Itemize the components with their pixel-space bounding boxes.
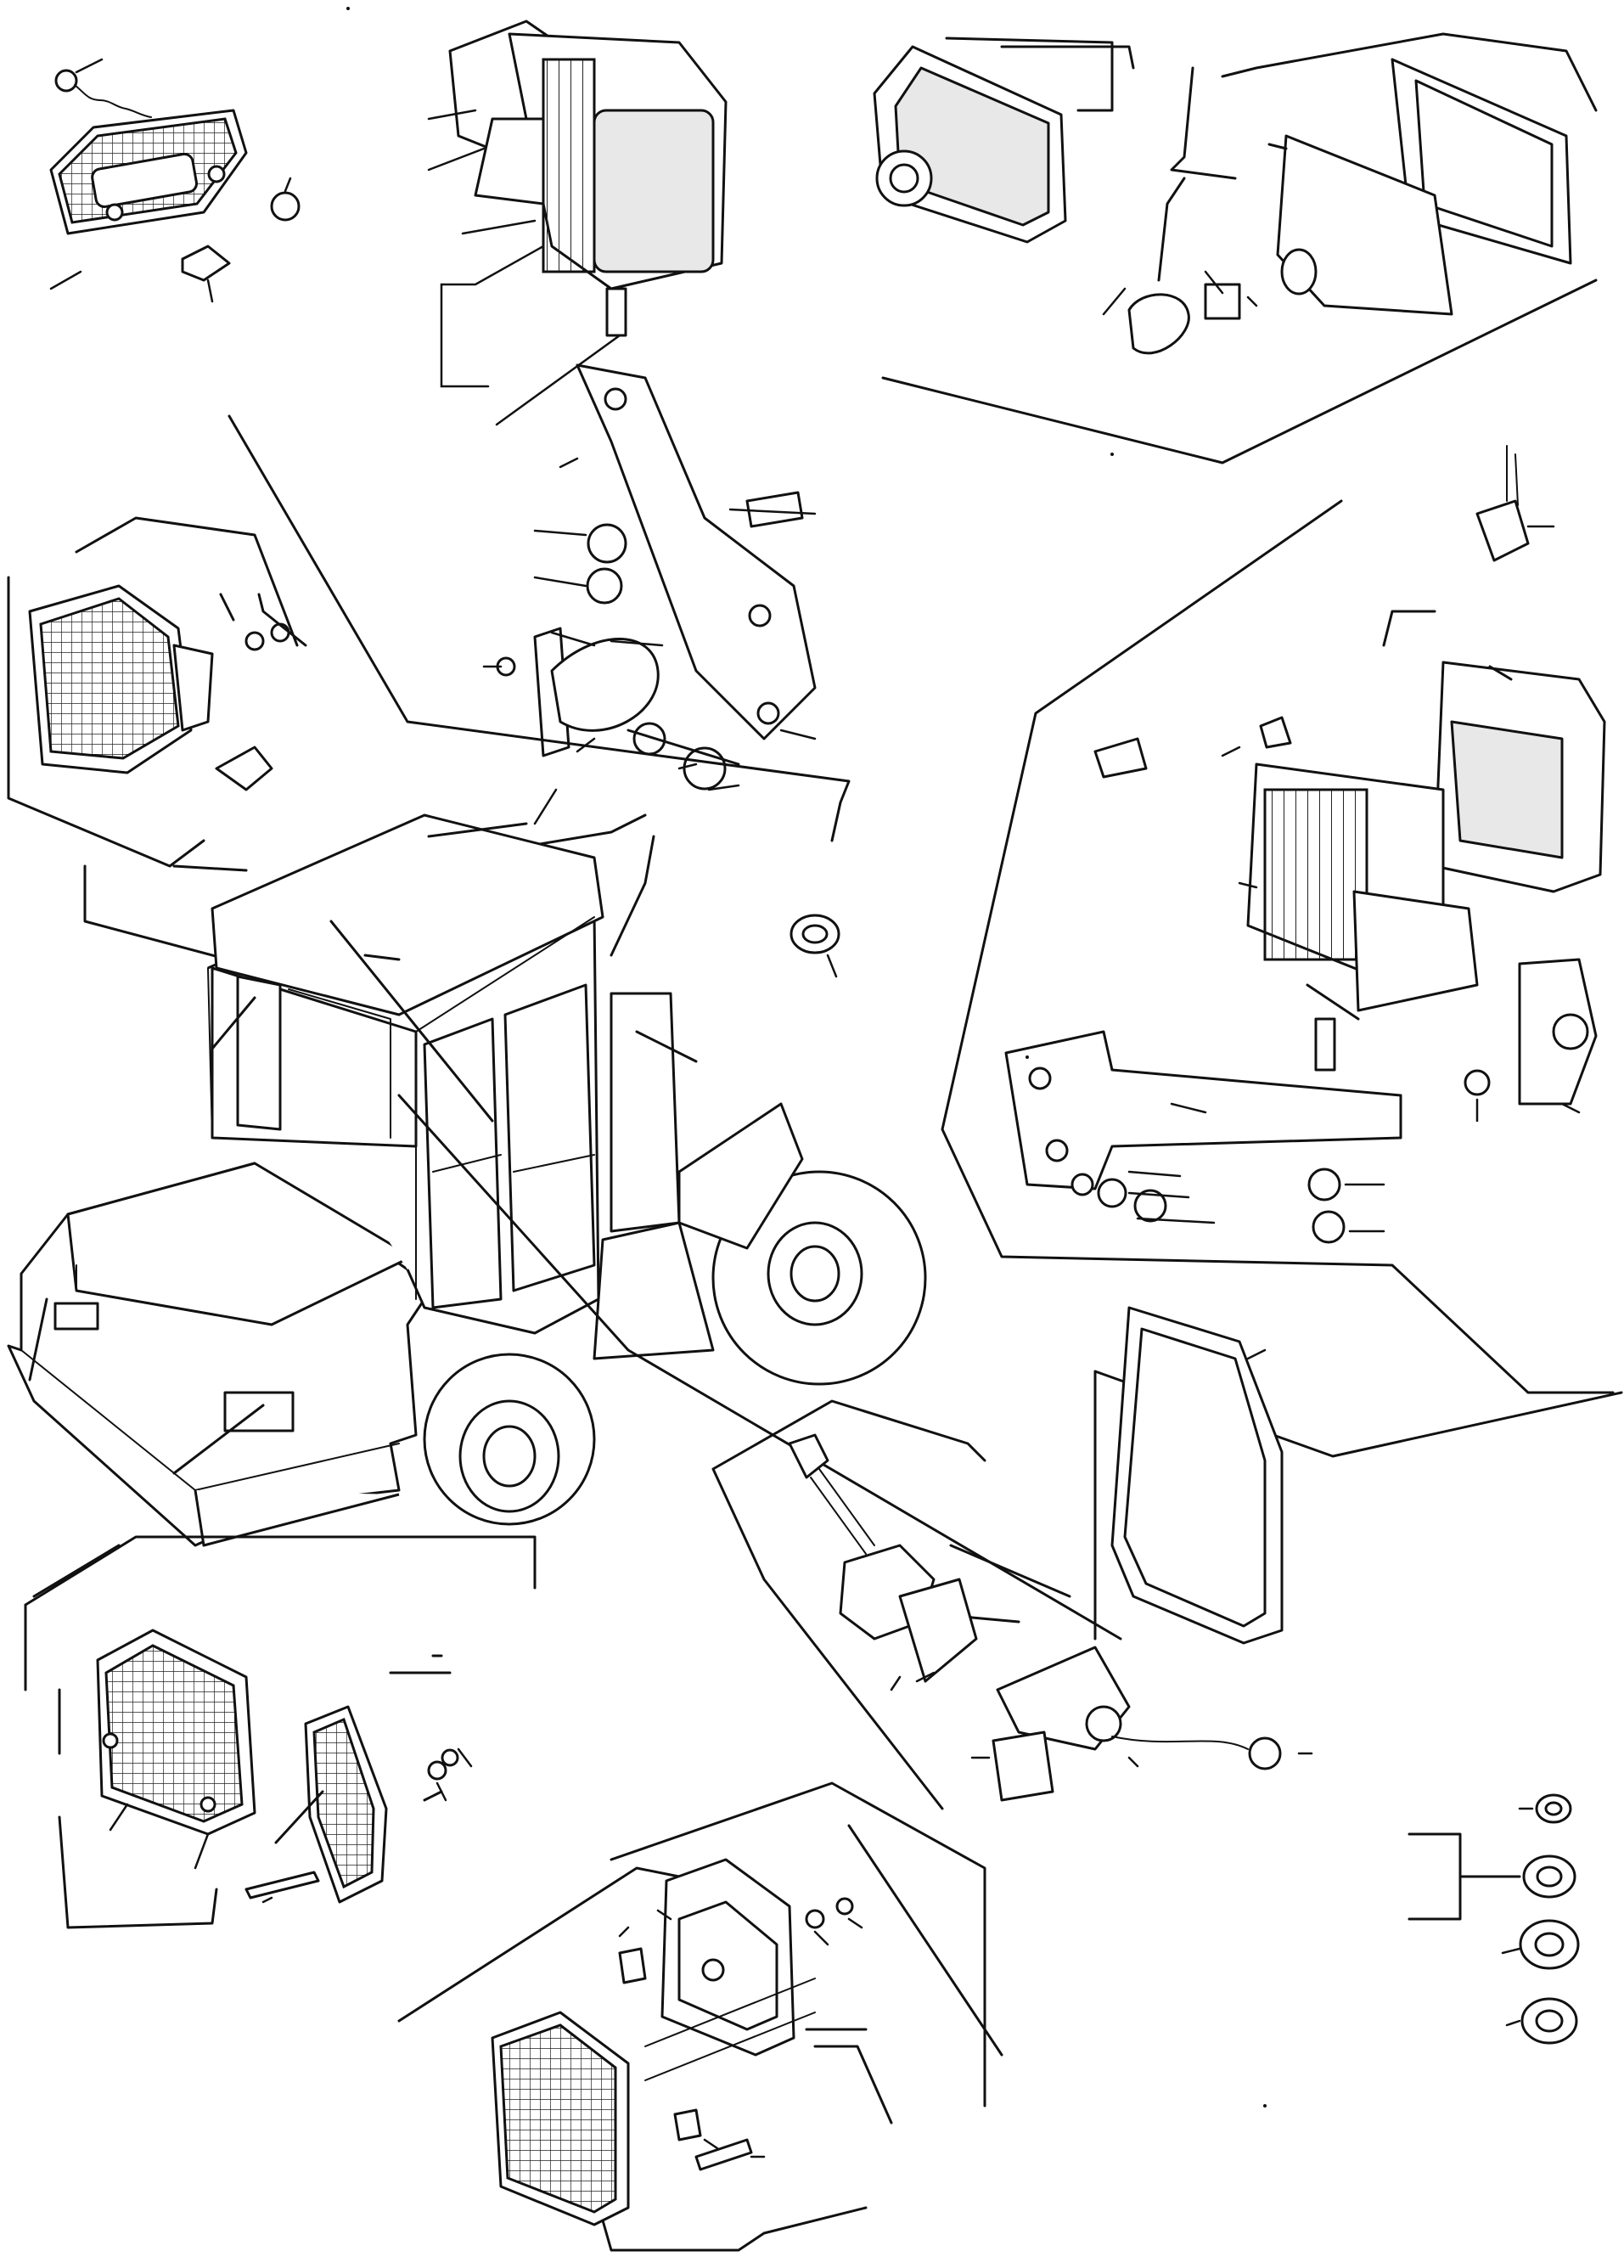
combination-switch-assembly (713, 1401, 1312, 1809)
sealing-plug-set (1409, 1795, 1578, 2043)
light-mounting-bracket-with-horn (229, 365, 849, 849)
rear-view-mirror (1112, 1308, 1282, 1643)
tail-lamp-exploded (399, 1783, 1002, 2250)
grommet-part (791, 915, 839, 976)
dots (346, 7, 1267, 2108)
work-light-assembly-left (8, 518, 340, 989)
clearance-lamp-assembly (51, 59, 299, 301)
loader-vehicle-outline (8, 815, 1621, 1639)
bulb-icon (216, 747, 272, 790)
work-light-assembly-top (429, 21, 726, 425)
washer-icon (272, 193, 299, 220)
headlamp-exploded-assembly (874, 34, 1596, 463)
bulb-icon (183, 246, 229, 280)
relay-part (1477, 446, 1554, 560)
work-light-kit-right (942, 501, 1613, 1393)
rear-lamp-and-reflector (25, 1537, 535, 1928)
screw-icon (56, 70, 151, 117)
